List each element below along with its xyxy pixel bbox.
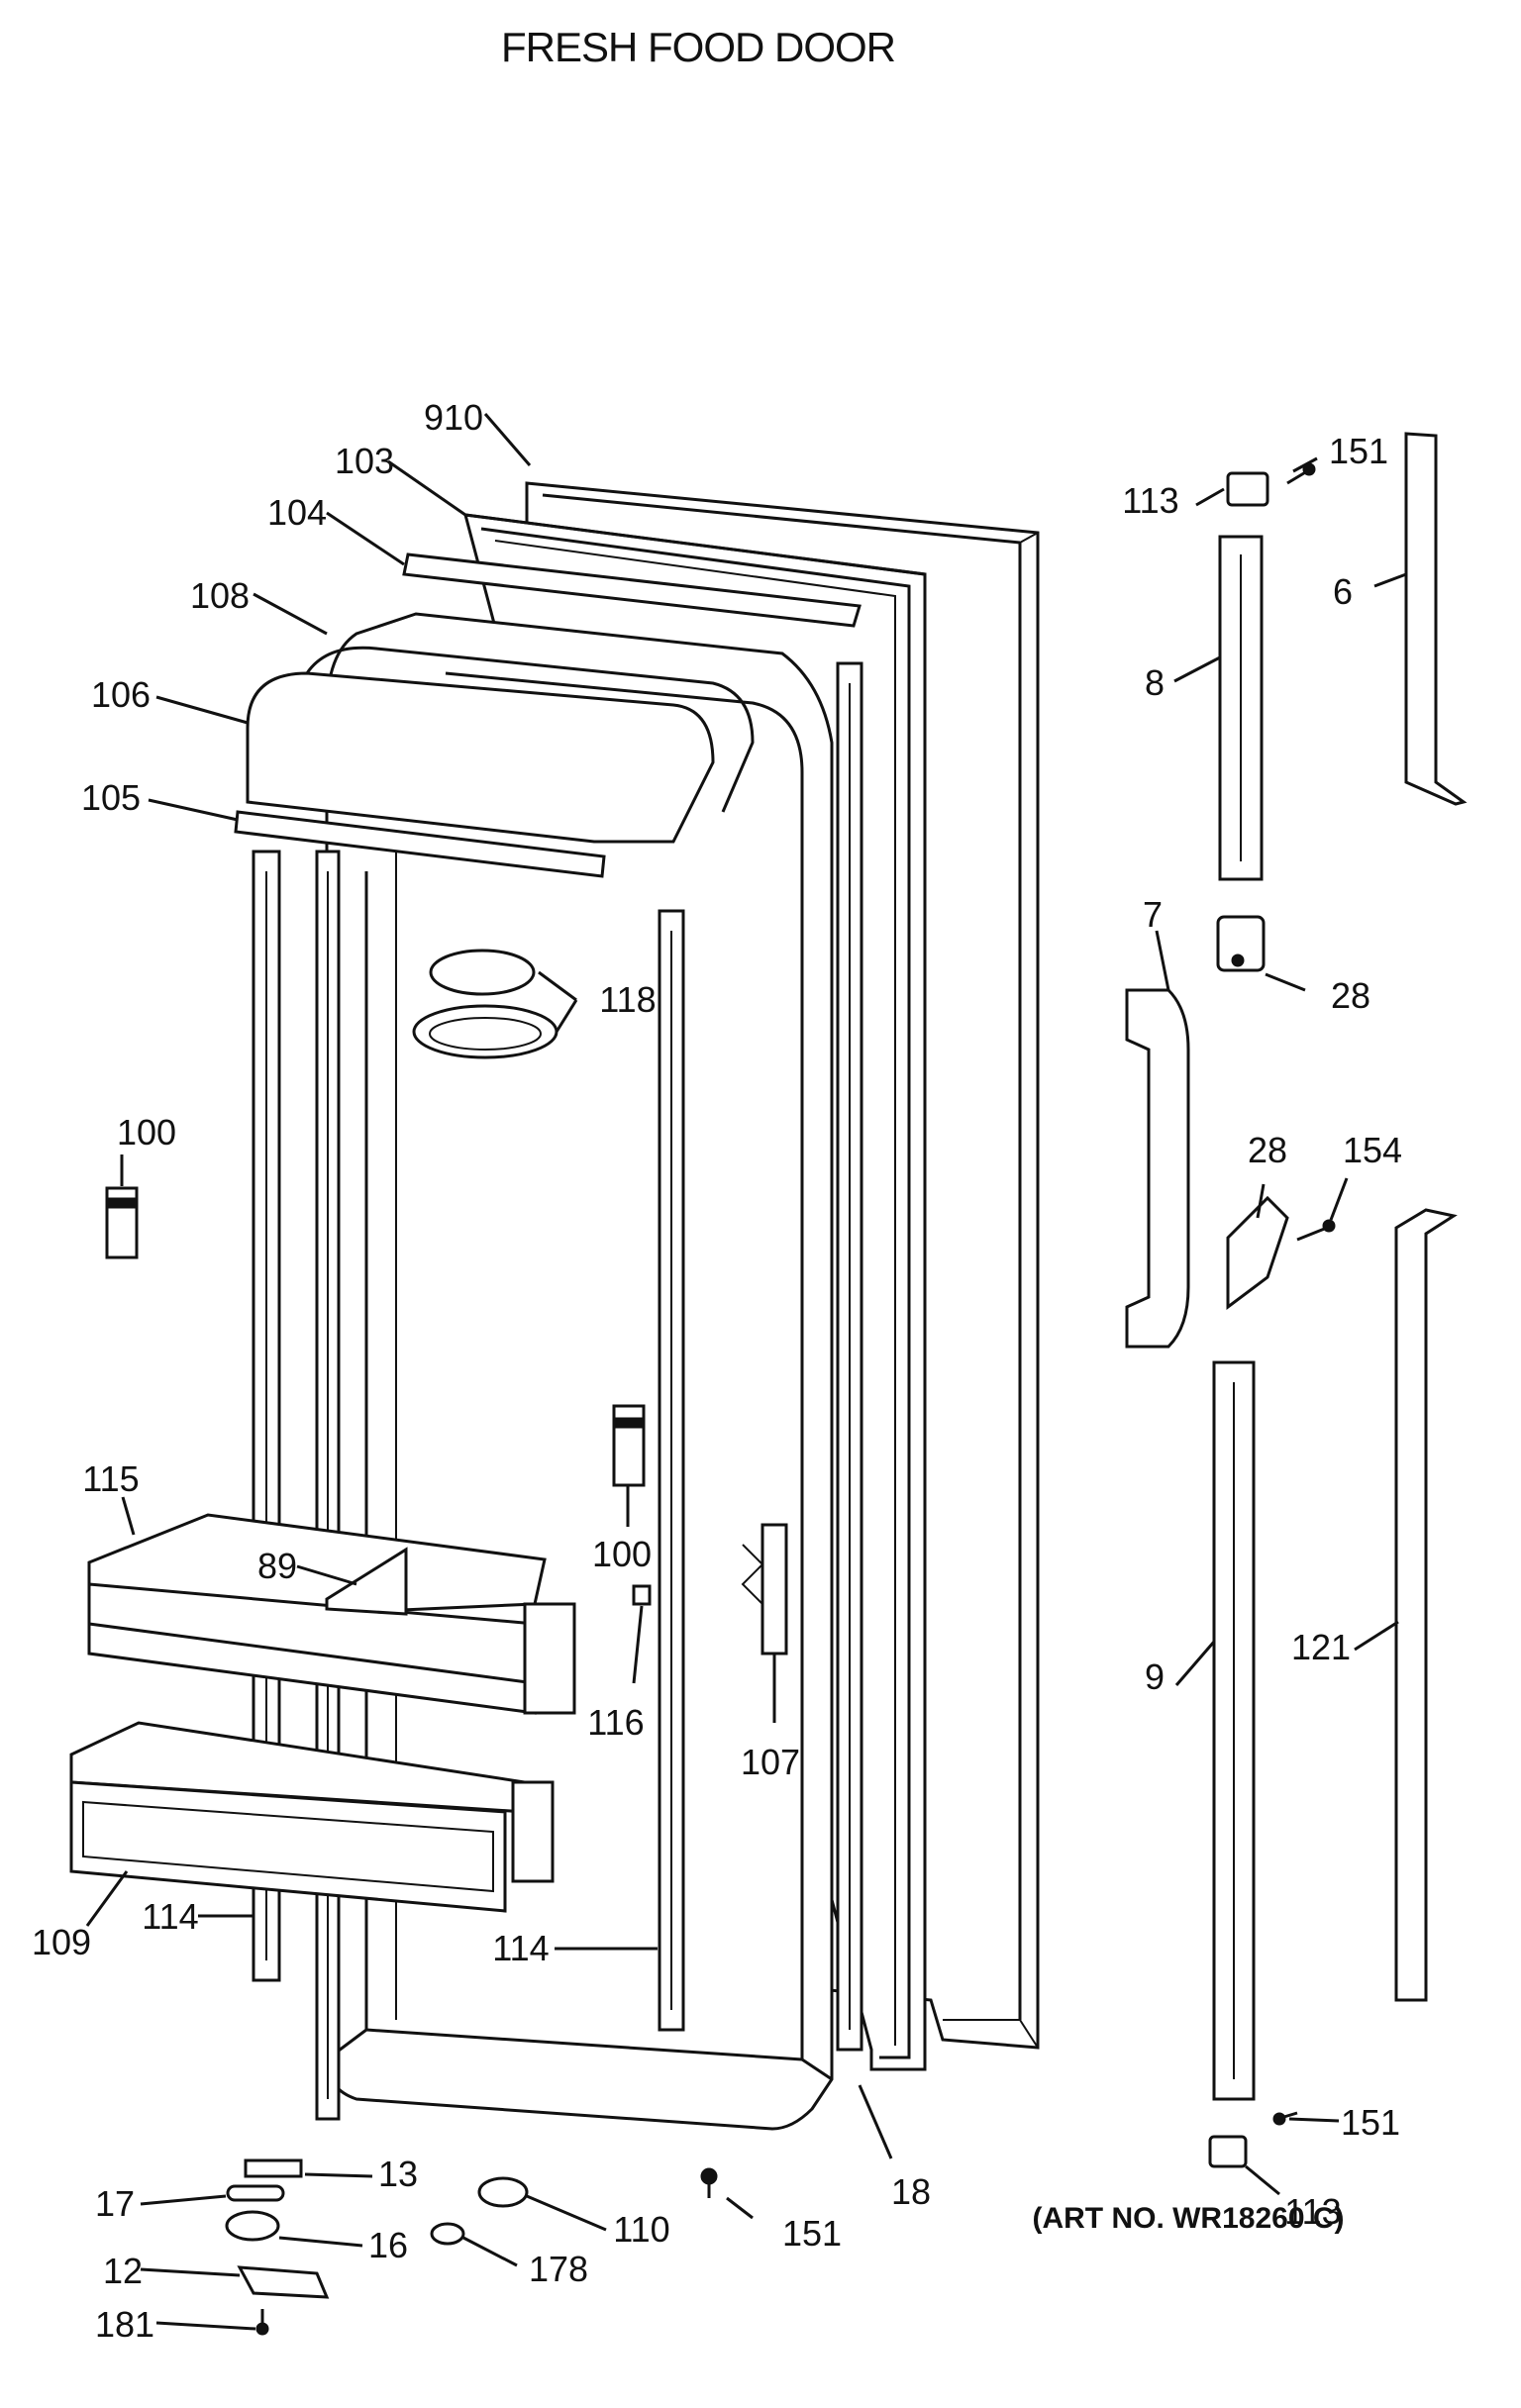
- right-shelf-rail: [658, 909, 685, 2032]
- callout-113-bottom: 113: [1284, 2191, 1341, 2232]
- callout-9: 9: [1145, 1656, 1165, 1697]
- butter-covers: [412, 949, 558, 1059]
- bushing-16: [225, 2210, 280, 2242]
- door-handle-7: [1125, 988, 1190, 1349]
- diagram-title: FRESH FOOD DOOR: [501, 24, 895, 70]
- dairy-compartment-door: [246, 646, 755, 844]
- callout-910: 910: [424, 397, 483, 438]
- cam-110: [477, 2176, 529, 2208]
- callout-28-upper: 28: [1331, 975, 1370, 1016]
- callout-100-left: 100: [117, 1112, 176, 1153]
- hinge-28-upper: [1216, 915, 1266, 972]
- callout-151-bottom: 151: [782, 2213, 842, 2254]
- left-inner-rail: [315, 850, 341, 2121]
- callout-115: 115: [82, 1458, 139, 1499]
- callout-18: 18: [891, 2171, 931, 2212]
- divider-89: [325, 1547, 408, 1616]
- hinge-pin-13: [244, 2158, 303, 2178]
- callout-178: 178: [529, 2249, 588, 2289]
- door-bin-115: [87, 1513, 576, 1715]
- liner-top-strip: [402, 552, 862, 628]
- rail-8: [1218, 535, 1264, 881]
- leader-lines: [85, 413, 1407, 2331]
- washer-17: [226, 2184, 285, 2202]
- callout-labels: 910 103 104 108 106 105 118 100 100 115 …: [32, 397, 1402, 2345]
- rail-9: [1212, 1360, 1256, 2101]
- callout-151-right: 151: [1341, 2102, 1400, 2143]
- plug-178: [430, 2222, 465, 2246]
- callout-151-top: 151: [1329, 431, 1388, 471]
- callout-7: 7: [1143, 894, 1163, 935]
- callout-6: 6: [1333, 571, 1353, 612]
- screw-151-bottom: [700, 2167, 718, 2198]
- callout-105: 105: [81, 777, 141, 818]
- clip-116: [632, 1584, 652, 1606]
- callout-12: 12: [103, 2251, 143, 2291]
- hinge-12: [237, 2265, 330, 2299]
- trim-121: [1394, 1208, 1458, 2002]
- shelf-bracket-left: [105, 1186, 139, 1259]
- callout-13: 13: [378, 2154, 418, 2194]
- trim-6: [1404, 432, 1468, 806]
- gasket-rail: [836, 661, 863, 2052]
- door-bin-109: [69, 1721, 555, 1913]
- dairy-hinge-strip: [234, 810, 606, 878]
- callout-116: 116: [587, 1702, 644, 1743]
- callout-8: 8: [1145, 662, 1165, 703]
- callout-16: 16: [368, 2225, 408, 2265]
- callout-109: 109: [32, 1922, 91, 1962]
- hinge-cover-bottom: [1208, 2135, 1248, 2168]
- callout-154: 154: [1343, 1130, 1402, 1170]
- callout-107: 107: [741, 1742, 800, 1782]
- callout-121: 121: [1291, 1627, 1351, 1667]
- hinge-cover-top: [1226, 471, 1269, 507]
- callout-100-center: 100: [592, 1534, 652, 1574]
- callout-114-center: 114: [492, 1928, 549, 1968]
- callout-103: 103: [335, 441, 394, 481]
- screw-181: [255, 2309, 269, 2336]
- callout-181: 181: [95, 2304, 154, 2345]
- callout-110: 110: [613, 2209, 669, 2250]
- callout-113-top: 113: [1122, 480, 1178, 521]
- callout-108: 108: [190, 575, 250, 616]
- screw-151-right: [1272, 2111, 1298, 2126]
- callout-28-lower: 28: [1248, 1130, 1287, 1170]
- callout-114-left: 114: [142, 1896, 198, 1937]
- shelf-bracket-center: [612, 1404, 646, 1487]
- callout-104: 104: [267, 492, 327, 533]
- callout-118: 118: [599, 979, 656, 1020]
- lock-strip-107: [741, 1523, 788, 1656]
- screw-154: [1296, 1219, 1336, 1242]
- art-number: (ART NO. WR18260 C): [1032, 2202, 1344, 2235]
- callout-89: 89: [257, 1546, 297, 1586]
- callout-106: 106: [91, 674, 151, 715]
- callout-17: 17: [95, 2183, 135, 2224]
